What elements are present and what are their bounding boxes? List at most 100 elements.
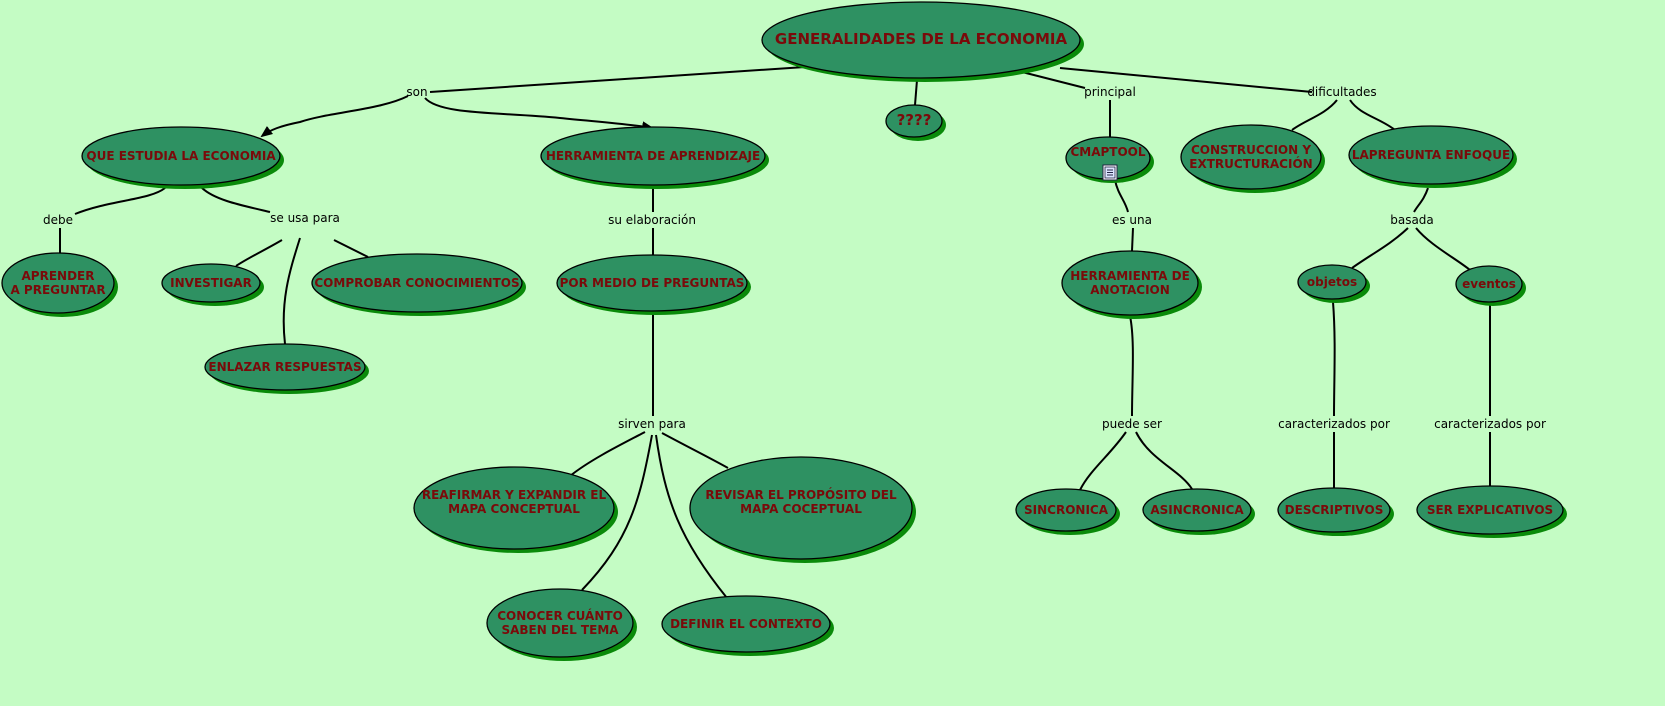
concept-label: EXTRUCTURACIÓN — [1189, 156, 1312, 171]
connector[interactable] — [74, 187, 166, 215]
connector[interactable] — [1129, 315, 1134, 417]
connector[interactable] — [1291, 99, 1338, 131]
concept-cmaptool[interactable]: CMAPTOOL — [1065, 136, 1154, 183]
connector[interactable] — [1079, 431, 1127, 491]
link-principal[interactable]: principal — [1084, 85, 1136, 99]
concept-label: DESCRIPTIVOS — [1285, 503, 1384, 517]
concept-enlazar[interactable]: ENLAZAR RESPUESTAS — [204, 343, 369, 394]
link-se-usa-para[interactable]: se usa para — [270, 211, 340, 225]
node-shape — [204, 343, 366, 391]
concept-label: ???? — [897, 111, 932, 129]
connector[interactable] — [282, 237, 301, 345]
connector[interactable] — [260, 95, 409, 138]
connector[interactable] — [333, 239, 369, 258]
concept-label: CMAPTOOL — [1070, 145, 1145, 159]
concept-label: HERRAMIENTA DE — [1070, 269, 1190, 283]
concept-label: ANOTACION — [1090, 283, 1170, 297]
concept-label: REAFIRMAR Y EXPANDIR EL — [422, 488, 607, 502]
connector[interactable] — [1351, 227, 1409, 269]
node-shape — [1, 252, 115, 314]
concept-descriptivos[interactable]: DESCRIPTIVOS — [1277, 487, 1394, 536]
concept-label: SER EXPLICATIVOS — [1427, 503, 1553, 517]
node-shape — [1142, 488, 1252, 532]
connector[interactable] — [424, 97, 654, 132]
concept-label: POR MEDIO DE PREGUNTAS — [560, 276, 745, 290]
node-shape — [1348, 125, 1514, 185]
concept-label: CONOCER CUÁNTO — [497, 608, 623, 623]
link-su-elaboracion[interactable]: su elaboración — [608, 213, 696, 227]
document-icon[interactable] — [1102, 164, 1118, 181]
concept-objetos[interactable]: objetos — [1297, 264, 1370, 303]
link-sirven-para[interactable]: sirven para — [618, 417, 686, 431]
connector[interactable] — [201, 187, 271, 213]
connector[interactable] — [1349, 99, 1396, 131]
concept-unknown[interactable]: ???? — [885, 104, 946, 141]
concept-label: objetos — [1307, 275, 1357, 289]
connector[interactable] — [1114, 179, 1129, 213]
concept-root[interactable]: GENERALIDADES DE LA ECONOMIA — [761, 1, 1084, 82]
connector[interactable] — [1415, 227, 1471, 271]
link-es-una[interactable]: es una — [1112, 213, 1152, 227]
link-debe[interactable]: debe — [43, 213, 73, 227]
connector[interactable] — [569, 431, 646, 477]
node-shape — [161, 263, 261, 303]
concept-explicativos[interactable]: SER EXPLICATIVOS — [1416, 485, 1567, 538]
concept-comprobar[interactable]: COMPROBAR CONOCIMIENTOS — [311, 253, 526, 316]
concept-lapregunta[interactable]: LAPREGUNTA ENFOQUE — [1348, 125, 1517, 188]
connector[interactable] — [1413, 187, 1429, 213]
node-shape — [761, 1, 1081, 79]
link-basada[interactable]: basada — [1390, 213, 1434, 227]
link-caracterizados-por[interactable]: caracterizados por — [1278, 417, 1390, 431]
concept-por-medio[interactable]: POR MEDIO DE PREGUNTAS — [556, 254, 751, 315]
connector[interactable] — [1332, 301, 1336, 417]
concept-investigar[interactable]: INVESTIGAR — [161, 263, 264, 306]
concept-que-estudia[interactable]: QUE ESTUDIA LA ECONOMIA — [81, 126, 284, 189]
connector[interactable] — [1131, 227, 1134, 252]
connector[interactable] — [1135, 431, 1193, 490]
concept-label: A PREGUNTAR — [10, 283, 105, 297]
connector[interactable] — [655, 434, 728, 599]
link-puede-ser[interactable]: puede ser — [1102, 417, 1162, 431]
link-caracterizados-por[interactable]: caracterizados por — [1434, 417, 1546, 431]
concept-asincronica[interactable]: ASINCRONICA — [1142, 488, 1255, 535]
concept-herramienta-aprendizaje[interactable]: HERRAMIENTA DE APRENDIZAJE — [540, 126, 769, 189]
connector[interactable] — [661, 432, 729, 469]
connector[interactable] — [1059, 67, 1313, 93]
node-shape — [1277, 487, 1391, 533]
connector[interactable] — [581, 434, 653, 591]
concept-label: GENERALIDADES DE LA ECONOMIA — [775, 30, 1068, 48]
concept-label: LAPREGUNTA ENFOQUE — [1352, 148, 1510, 162]
node-shape — [1416, 485, 1564, 535]
connector[interactable] — [914, 79, 918, 106]
node-shape — [413, 466, 615, 550]
concept-sincronica[interactable]: SINCRONICA — [1015, 488, 1120, 535]
concept-label: DEFINIR EL CONTEXTO — [670, 617, 822, 631]
concept-label: HERRAMIENTA DE APRENDIZAJE — [546, 149, 760, 163]
connector[interactable] — [429, 66, 806, 93]
concept-label: ASINCRONICA — [1150, 503, 1244, 517]
concept-label: APRENDER — [22, 269, 95, 283]
link-dificultades[interactable]: dificultades — [1307, 85, 1376, 99]
connector[interactable] — [1021, 71, 1086, 89]
concept-definir[interactable]: DEFINIR EL CONTEXTO — [661, 595, 834, 656]
concept-label: QUE ESTUDIA LA ECONOMIA — [86, 149, 276, 163]
concept-eventos[interactable]: eventos — [1455, 265, 1526, 306]
link-son[interactable]: son — [406, 85, 427, 99]
node-shape — [1455, 265, 1523, 303]
linking-phrases: son principal dificultades debe se usa p… — [43, 85, 1546, 431]
concept-label: ENLAZAR RESPUESTAS — [208, 360, 361, 374]
connector[interactable] — [235, 239, 283, 267]
concept-label: SINCRONICA — [1024, 503, 1109, 517]
node-shape — [661, 595, 831, 653]
node-shape — [885, 104, 943, 138]
node-shape — [1297, 264, 1367, 300]
concept-label: eventos — [1462, 277, 1516, 291]
node-shape — [1061, 250, 1199, 316]
node-shape — [540, 126, 766, 186]
